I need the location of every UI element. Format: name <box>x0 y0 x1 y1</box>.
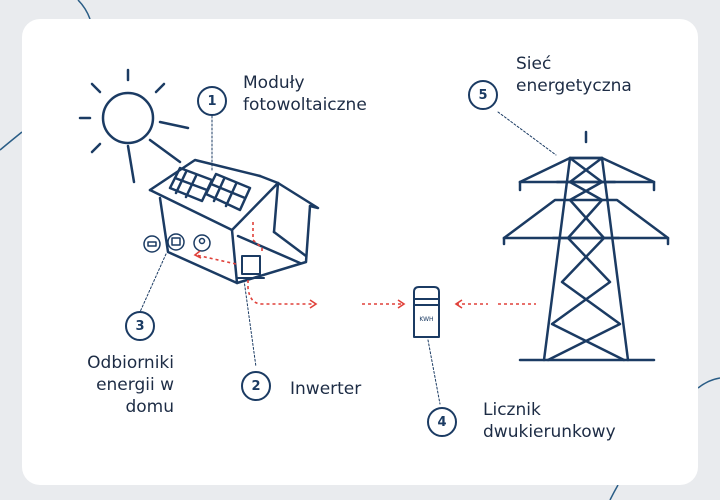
label-line: Moduły <box>243 73 305 93</box>
energy-flow-arrows <box>195 222 536 305</box>
label-line: Licznik <box>483 400 541 420</box>
step-3-label: Odbiorniki energii w domu <box>50 352 174 418</box>
step-number: 2 <box>251 378 261 394</box>
label-line: energetyczna <box>516 76 632 96</box>
label-line: fotowoltaiczne <box>243 95 367 115</box>
inverter-icon <box>237 255 265 279</box>
solar-panel-icon <box>168 166 252 212</box>
step-1-badge: 1 <box>197 86 227 116</box>
step-4-badge: 4 <box>427 407 457 437</box>
meter-icon <box>413 286 440 338</box>
sun-icon <box>78 68 190 184</box>
meter-label: KWH <box>419 316 433 323</box>
step-number: 4 <box>437 414 447 430</box>
step-2-label: Inwerter <box>290 378 361 400</box>
arrowheads <box>193 250 463 309</box>
label-line: energii w domu <box>96 375 174 417</box>
label-line: Odbiorniki <box>87 353 174 373</box>
step-number: 3 <box>135 318 145 334</box>
step-number: 5 <box>478 87 488 103</box>
appliance-icon <box>143 233 211 253</box>
label-line: Inwerter <box>290 379 362 399</box>
house-icon <box>148 158 320 285</box>
step-5-label: Sieć energetyczna <box>516 53 632 97</box>
step-4-label: Licznik dwukierunkowy <box>483 399 616 443</box>
diagram-card <box>22 19 698 485</box>
step-2-badge: 2 <box>241 371 271 401</box>
pointer-lines <box>139 111 557 405</box>
label-line: dwukierunkowy <box>483 422 616 442</box>
power-tower-icon <box>502 130 670 362</box>
step-3-badge: 3 <box>125 311 155 341</box>
label-line: Sieć <box>516 54 552 74</box>
step-number: 1 <box>207 93 217 109</box>
step-5-badge: 5 <box>468 80 498 110</box>
step-1-label: Moduły fotowoltaiczne <box>243 72 367 116</box>
